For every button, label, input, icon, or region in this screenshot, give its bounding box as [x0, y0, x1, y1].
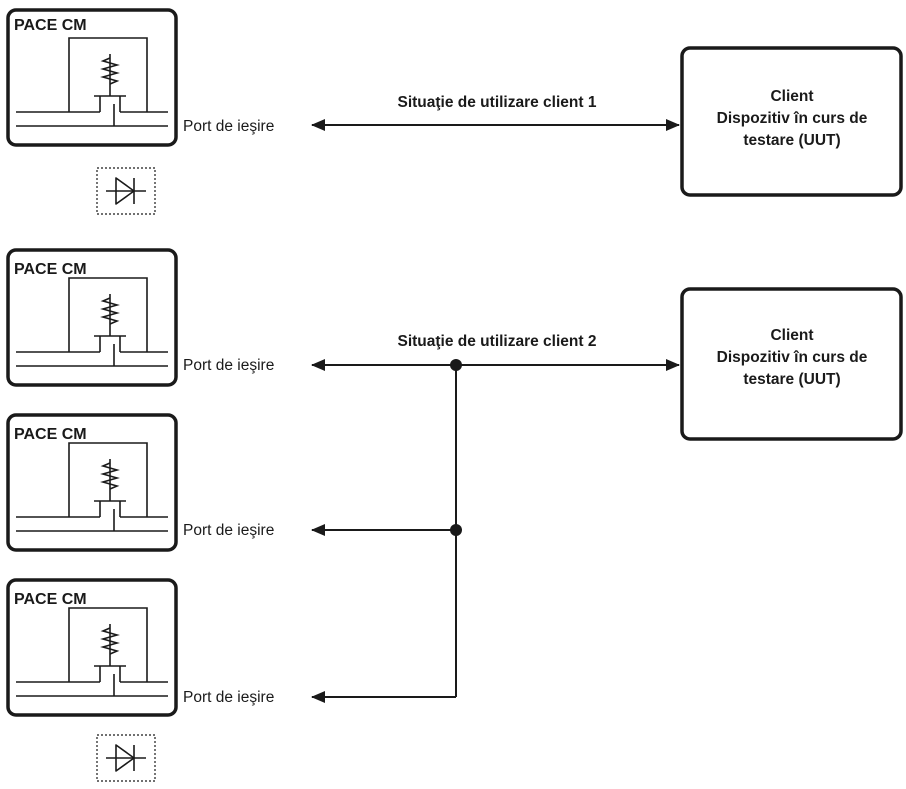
valve-symbol-icon	[16, 277, 168, 367]
junction-dot	[450, 359, 462, 371]
port-label: Port de ieşire	[183, 357, 274, 374]
client-title: Client	[770, 327, 813, 344]
junction-dot	[450, 524, 462, 536]
client-subtitle: Dispozitiv în curs de	[717, 110, 868, 127]
client-subtitle: testare (UUT)	[743, 132, 840, 149]
module-title: PACE CM	[14, 591, 87, 608]
pace-cm-module-3	[6, 413, 178, 552]
port-label: Port de ieşire	[183, 689, 274, 706]
connection-label-2: Situaţie de utilizare client 2	[398, 333, 597, 350]
client-uut-box-1	[680, 46, 903, 197]
pace-cm-module-4	[6, 578, 178, 717]
valve-symbol-icon	[16, 607, 168, 697]
valve-symbol-icon	[16, 442, 168, 532]
connection-network-2	[311, 359, 680, 703]
diode-icon	[96, 734, 156, 782]
port-label: Port de ieşire	[183, 118, 274, 135]
module-title: PACE CM	[14, 17, 87, 34]
connection-label-1: Situaţie de utilizare client 1	[398, 94, 597, 111]
client-subtitle: Dispozitiv în curs de	[717, 349, 868, 366]
module-title: PACE CM	[14, 261, 87, 278]
client-uut-box-2	[680, 287, 903, 441]
valve-symbol-icon	[16, 37, 168, 127]
port-label: Port de ieşire	[183, 522, 274, 539]
pace-cm-module-2	[6, 248, 178, 387]
client-title: Client	[770, 88, 813, 105]
pace-cm-module-1	[6, 8, 178, 147]
client-subtitle: testare (UUT)	[743, 371, 840, 388]
module-title: PACE CM	[14, 426, 87, 443]
diode-icon	[96, 167, 156, 215]
